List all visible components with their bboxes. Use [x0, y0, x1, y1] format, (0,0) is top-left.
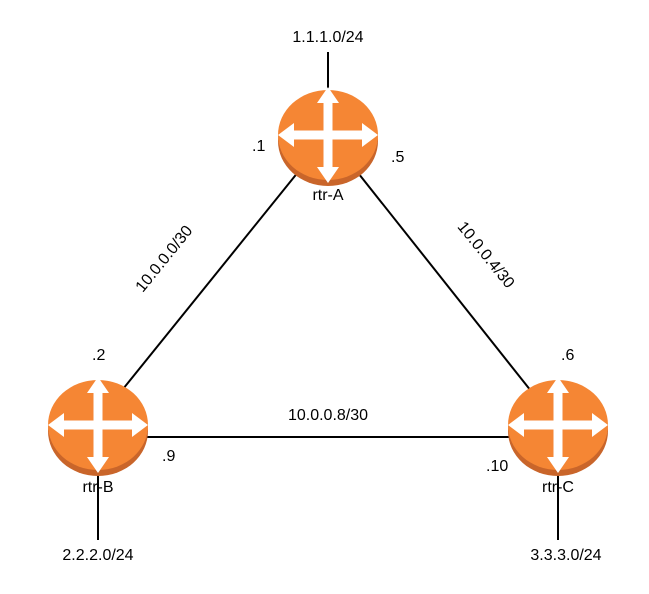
interface-label-c-to-b: .10 — [486, 458, 508, 475]
link-subnet-label-a-c: 10.0.0.4/30 — [454, 219, 518, 292]
interface-label-b-to-a: .2 — [92, 347, 105, 364]
stub-subnet-label-b: 2.2.2.0/24 — [62, 547, 133, 564]
link-subnet-label-a-b: 10.0.0.0/30 — [133, 223, 197, 296]
router-label-rtr-b: rtr-B — [82, 479, 113, 496]
router-label-rtr-a: rtr-A — [312, 187, 343, 204]
interface-label-c-to-a: .6 — [561, 347, 574, 364]
interface-label-b-to-c: .9 — [162, 448, 175, 465]
router-label-rtr-c: rtr-C — [542, 479, 574, 496]
stub-subnet-label-c: 3.3.3.0/24 — [530, 547, 601, 564]
link-a-c — [327, 134, 559, 426]
interface-label-a-to-b: .1 — [252, 138, 265, 155]
router-icon-rtr-a[interactable] — [278, 87, 378, 186]
link-subnet-label-b-c: 10.0.0.8/30 — [288, 407, 368, 424]
router-icon-rtr-b[interactable] — [48, 377, 148, 476]
router-icon-rtr-c[interactable] — [508, 377, 608, 476]
interface-label-a-to-c: .5 — [391, 149, 404, 166]
link-a-b — [97, 134, 329, 421]
stub-subnet-label-a: 1.1.1.0/24 — [292, 29, 363, 46]
